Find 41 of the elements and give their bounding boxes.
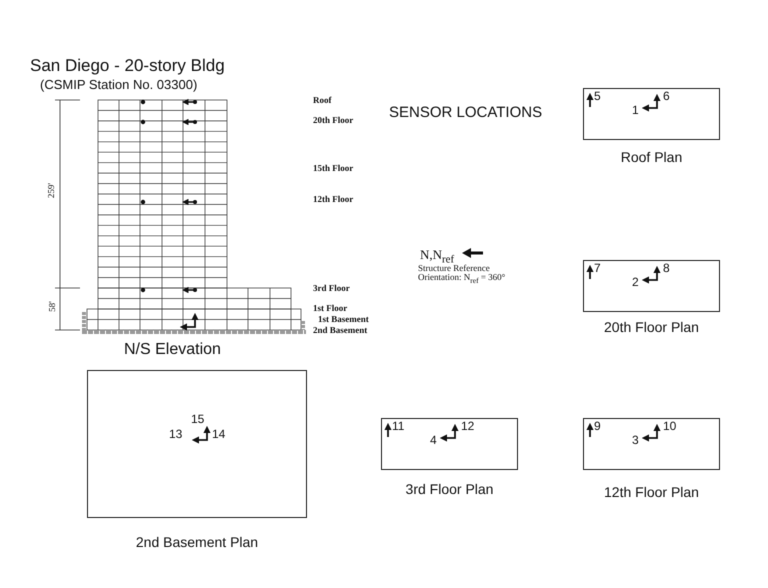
sensor-number: 4 <box>430 434 437 446</box>
sensor-number: 10 <box>663 420 676 432</box>
sensor-number: 7 <box>594 262 601 274</box>
sensor-number: 3 <box>632 434 639 446</box>
dimension-label: 58' <box>48 301 57 312</box>
floor-plan-outline <box>87 370 307 518</box>
dimension-label: 259' <box>47 182 56 198</box>
floor-plan-outline <box>583 418 720 470</box>
sensor-number: 15 <box>191 413 204 425</box>
floor-label: Roof <box>313 96 332 105</box>
orientation-note: N,N$_{ref}$ <box>420 248 454 266</box>
sensor-number: 9 <box>594 420 601 432</box>
floor-label: 3rd Floor <box>313 284 350 293</box>
floor-label: 2nd Basement <box>313 326 368 335</box>
floor-label: 20th Floor <box>313 116 354 125</box>
plan-caption: 2nd Basement Plan <box>134 535 260 549</box>
floor-label: 1st Floor <box>313 304 348 313</box>
plan-caption: 20th Floor Plan <box>603 320 700 334</box>
sensor-number: 1 <box>632 104 639 116</box>
sensor-number: 14 <box>212 428 226 440</box>
heading: SENSOR LOCATIONS <box>389 105 542 120</box>
plan-caption: 3rd Floor Plan <box>404 482 494 496</box>
sensor-number: 5 <box>594 90 601 102</box>
floor-plan-outline <box>583 88 720 140</box>
sensor-number: 8 <box>663 262 670 274</box>
floor-plan-outline <box>381 418 518 470</box>
sensor-number: 11 <box>392 420 404 432</box>
sensor-number: 13 <box>169 428 182 440</box>
floor-plan-outline <box>583 260 720 312</box>
floor-label: 1st Basement <box>318 315 369 324</box>
orientation-note: Structure Reference Orientation: N$_{ref}$ = 360° <box>418 264 506 286</box>
floor-label: 12th Floor <box>313 195 354 204</box>
floor-label: 15th Floor <box>313 164 354 173</box>
sensor-number: 2 <box>632 276 639 288</box>
plan-caption: Roof Plan <box>620 150 684 164</box>
view-caption: N/S Elevation <box>124 342 221 358</box>
sensor-number: 6 <box>663 90 670 102</box>
sensor-number: 12 <box>461 420 474 432</box>
plan-caption: 12th Floor Plan <box>603 485 700 499</box>
title: San Diego - 20-story Bldg <box>30 57 225 74</box>
subtitle: (CSMIP Station No. 03300) <box>40 78 198 91</box>
